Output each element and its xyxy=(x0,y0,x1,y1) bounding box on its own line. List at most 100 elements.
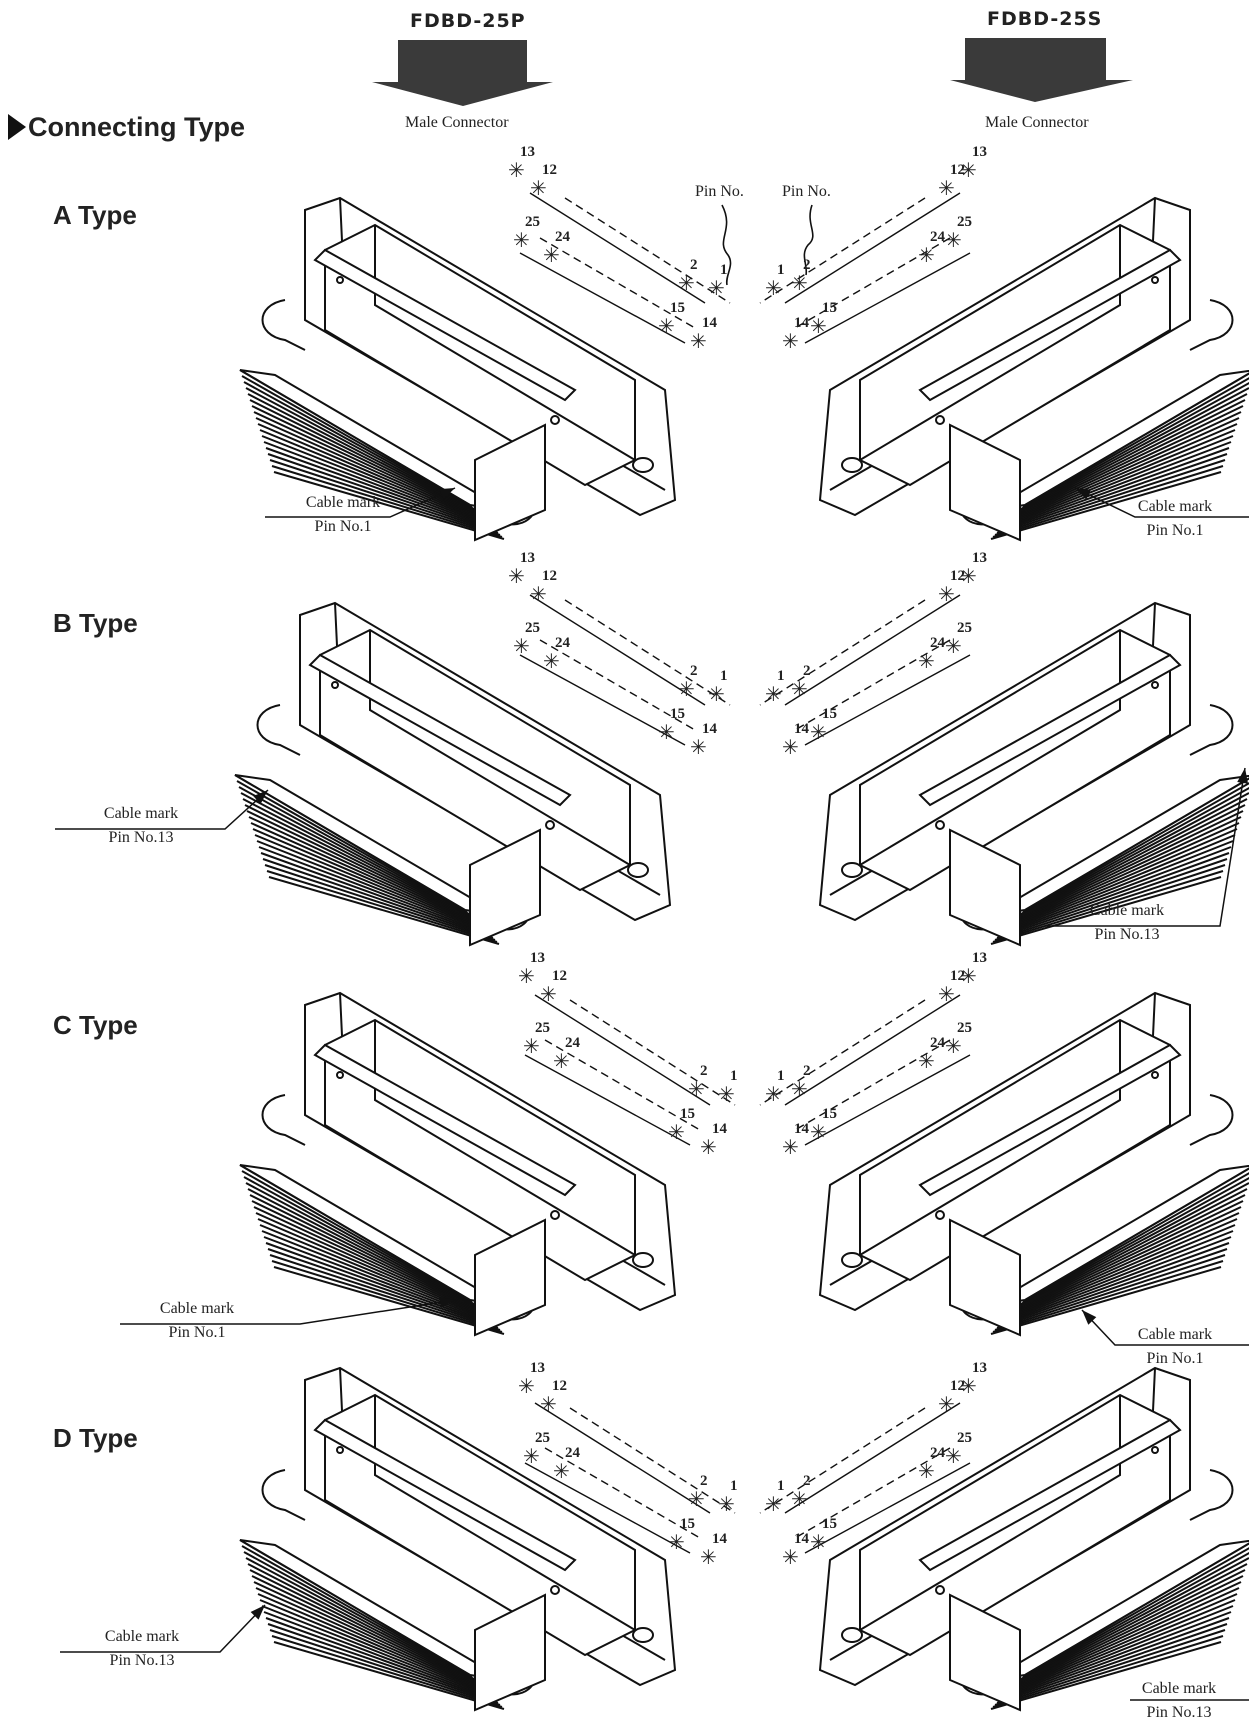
type-c-right-pin-1: 1 xyxy=(777,1068,785,1084)
type-d-right-pin-14: 14 xyxy=(794,1531,809,1547)
pin-star-icon: ✳ xyxy=(810,316,827,338)
type-a-left-pin-15: 15 xyxy=(670,300,685,316)
leader-d-left-arrowhead xyxy=(250,1605,265,1620)
pin-star-icon: ✳ xyxy=(945,230,962,252)
pin-star-icon: ✳ xyxy=(518,1376,535,1398)
pin-star-icon: ✳ xyxy=(690,737,707,759)
pin-star-icon: ✳ xyxy=(765,684,782,706)
type-label-b: B Type xyxy=(53,608,138,638)
leader-a-right xyxy=(1074,487,1249,518)
type-b-left-pin-12: 12 xyxy=(542,568,557,584)
pin-star-icon: ✳ xyxy=(782,331,799,353)
type-d-left-pin-12: 12 xyxy=(552,1378,567,1394)
leader-c-right-arrowhead xyxy=(1082,1310,1097,1325)
pin-star-icon: ✳ xyxy=(700,1547,717,1569)
pin-star-icon: ✳ xyxy=(960,160,977,182)
type-c-right-pin-12: 12 xyxy=(950,968,965,984)
type-b-left-pin-1: 1 xyxy=(720,668,728,684)
pin-star-icon: ✳ xyxy=(678,679,695,701)
connector-d-left xyxy=(239,1366,677,1712)
connector-b-left xyxy=(234,601,672,947)
type-c-left-pin-12: 12 xyxy=(552,968,567,984)
type-a-right-pin-15: 15 xyxy=(822,300,837,316)
pin-star-icon: ✳ xyxy=(543,245,560,267)
pin-star-icon: ✳ xyxy=(543,651,560,673)
connector-d-right xyxy=(818,1366,1249,1712)
connector-b-right xyxy=(818,601,1249,947)
pin-star-icon: ✳ xyxy=(708,278,725,300)
type-a-left-pin-24: 24 xyxy=(555,229,570,245)
pin-star-icon: ✳ xyxy=(508,160,525,182)
pin-star-icon: ✳ xyxy=(945,1446,962,1468)
arrow-down-left xyxy=(372,40,553,106)
connector-a-right xyxy=(818,196,1249,542)
pin-star-icon: ✳ xyxy=(945,1036,962,1058)
pin-star-icon: ✳ xyxy=(530,178,547,200)
leader-c-right xyxy=(1081,1309,1249,1346)
type-c-left-pin-13: 13 xyxy=(530,950,545,966)
pin-star-icon: ✳ xyxy=(540,984,557,1006)
type-c-right-pin-25: 25 xyxy=(957,1020,972,1036)
type-a-left-pin-2: 2 xyxy=(690,257,698,273)
type-b-right-pin-13: 13 xyxy=(972,550,987,566)
pin-star-icon: ✳ xyxy=(945,636,962,658)
type-label-c: C Type xyxy=(53,1010,138,1040)
pin-star-icon: ✳ xyxy=(782,1137,799,1159)
pin-star-icon: ✳ xyxy=(918,1051,935,1073)
pin-star-icon: ✳ xyxy=(718,1494,735,1516)
pin-star-icon: ✳ xyxy=(553,1051,570,1073)
type-c-right-pin-24: 24 xyxy=(930,1035,945,1051)
pin-star-icon: ✳ xyxy=(700,1137,717,1159)
pin-star-icon: ✳ xyxy=(918,1461,935,1483)
pin-star-icon: ✳ xyxy=(938,984,955,1006)
section-title: Connecting Type xyxy=(28,112,246,142)
type-a-right-pin-25: 25 xyxy=(957,214,972,230)
pin-star-icon: ✳ xyxy=(658,722,675,744)
pin-star-icon: ✳ xyxy=(690,331,707,353)
type-c-left-pin-2: 2 xyxy=(700,1063,708,1079)
type-c-left-pin-1: 1 xyxy=(730,1068,738,1084)
leader-b-left xyxy=(55,789,269,830)
guide-lines xyxy=(519,192,971,1554)
type-b-left-pin-2: 2 xyxy=(690,663,698,679)
pin-star-icon: ✳ xyxy=(523,1446,540,1468)
type-a-right-pin-12: 12 xyxy=(950,162,965,178)
pin-star-icon: ✳ xyxy=(918,245,935,267)
leader-c-left xyxy=(120,1299,456,1325)
type-a-right-pin-13: 13 xyxy=(972,144,987,160)
pin-star-icon: ✳ xyxy=(810,1122,827,1144)
pin-star-icon: ✳ xyxy=(718,1084,735,1106)
leader-a-right-arrowhead xyxy=(1075,488,1091,500)
type-d-right-pin-12: 12 xyxy=(950,1378,965,1394)
pin-star-icon: ✳ xyxy=(960,966,977,988)
pin-star-icon: ✳ xyxy=(960,566,977,588)
type-c-left-pin-15: 15 xyxy=(680,1106,695,1122)
type-label-d: D Type xyxy=(53,1423,138,1453)
type-d-left-pin-24: 24 xyxy=(565,1445,580,1461)
type-b-left-pin-15: 15 xyxy=(670,706,685,722)
model-right: FDBD-25S xyxy=(987,8,1103,30)
type-c-right-pin-14: 14 xyxy=(794,1121,809,1137)
type-a-right-pin-24: 24 xyxy=(930,229,945,245)
leader-b-left-arrowhead xyxy=(253,790,268,805)
pin-star-icon: ✳ xyxy=(810,722,827,744)
type-d-left-pin-14: 14 xyxy=(712,1531,727,1547)
connector-a-left xyxy=(239,196,677,542)
pin-no-label-right: Pin No. xyxy=(782,183,831,200)
type-b-right-pin-14: 14 xyxy=(794,721,809,737)
type-d-left-pin-1: 1 xyxy=(730,1478,738,1494)
leader-d-left xyxy=(60,1604,266,1653)
type-d-left-pin-25: 25 xyxy=(535,1430,550,1446)
type-b-left-pin-13: 13 xyxy=(520,550,535,566)
type-b-right-pin-24: 24 xyxy=(930,635,945,651)
type-a-left-pin-12: 12 xyxy=(542,162,557,178)
pin-star-icon: ✳ xyxy=(791,679,808,701)
pin-star-icon: ✳ xyxy=(810,1532,827,1554)
connector-c-left xyxy=(239,991,677,1337)
type-c-right-pin-2: 2 xyxy=(803,1063,811,1079)
pin-star-icon: ✳ xyxy=(918,651,935,673)
